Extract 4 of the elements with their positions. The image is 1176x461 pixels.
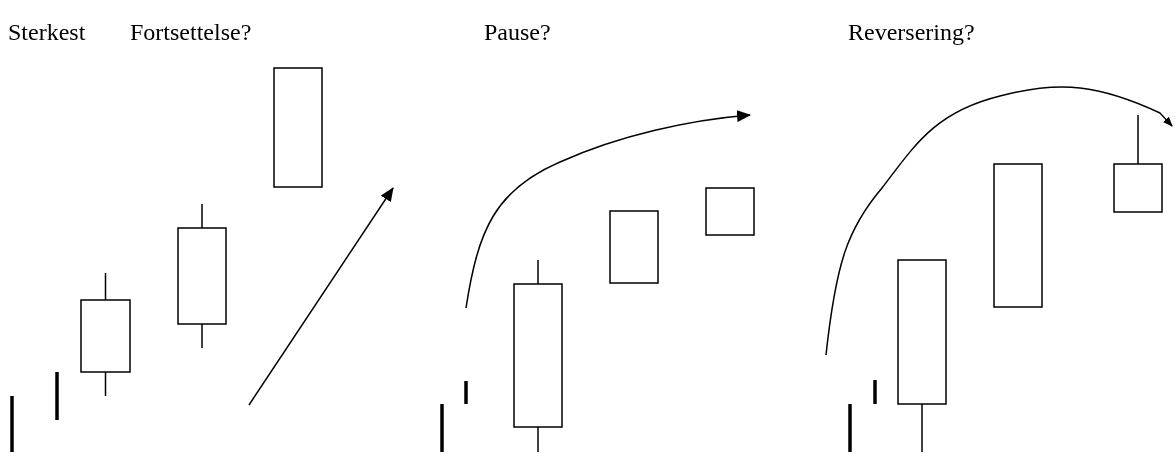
panel-heading: Pause? bbox=[484, 18, 551, 46]
panel-heading: Fortsettelse? bbox=[130, 18, 252, 46]
panel-heading: Sterkest bbox=[8, 18, 86, 46]
panel-heading: Reversering? bbox=[848, 18, 975, 46]
